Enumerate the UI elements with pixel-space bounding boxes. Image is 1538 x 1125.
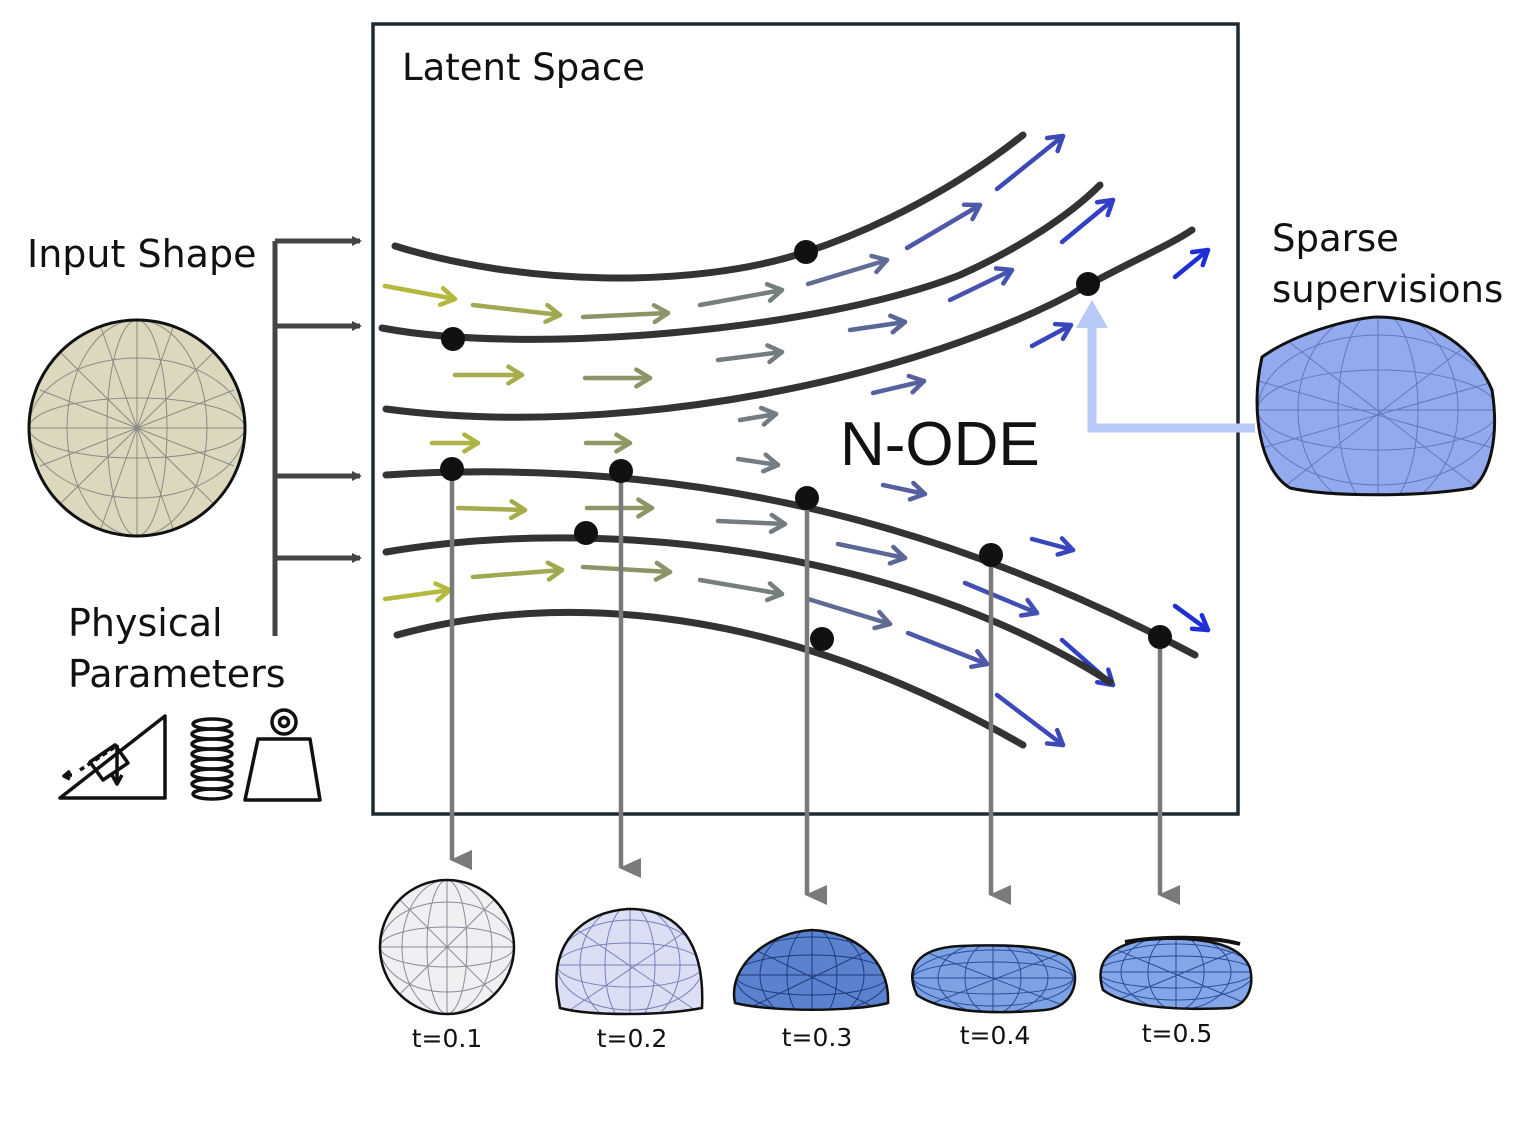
trajectories xyxy=(378,131,1199,749)
vector-field xyxy=(382,133,1211,748)
supervision-mesh xyxy=(1255,315,1496,497)
vector-arrow xyxy=(1172,247,1211,280)
trajectory-3 xyxy=(382,226,1196,421)
node-label: N-ODE xyxy=(840,410,1040,479)
vector-arrow xyxy=(382,283,458,307)
snapshot-mesh-4 xyxy=(911,944,1077,1014)
supervision-label-line1: Sparse xyxy=(1272,217,1399,260)
vector-arrow xyxy=(455,498,528,521)
snapshot-mesh-3 xyxy=(732,928,890,1011)
vector-arrow xyxy=(994,133,1066,192)
vector-arrow xyxy=(880,480,928,502)
trajectory-6 xyxy=(393,608,1027,749)
vector-arrow xyxy=(1172,603,1211,633)
snapshot-mesh-2 xyxy=(555,907,704,1016)
vector-arrow xyxy=(805,596,893,631)
vector-arrow xyxy=(905,630,990,670)
vector-arrow xyxy=(452,364,525,386)
trajectory-1 xyxy=(391,131,1027,282)
trajectory-2 xyxy=(378,181,1104,343)
physical-label-line1: Physical xyxy=(68,601,223,645)
trajectory-4 xyxy=(382,468,1199,659)
vector-arrow xyxy=(582,367,653,389)
spring-icon xyxy=(190,717,234,801)
vector-arrow xyxy=(735,452,781,474)
trajectory-points xyxy=(440,240,1172,651)
input-connector xyxy=(272,236,362,636)
vector-arrow xyxy=(580,303,671,325)
vector-arrow xyxy=(715,512,788,534)
time-label-1: t=0.1 xyxy=(411,1024,483,1053)
vector-arrow xyxy=(805,253,890,287)
physical-label-line2: Parameters xyxy=(68,652,286,696)
vector-arrow xyxy=(847,313,908,335)
vector-arrow xyxy=(583,432,633,454)
vector-arrow xyxy=(715,343,785,365)
vector-arrow xyxy=(470,560,565,582)
weight-icon xyxy=(243,708,322,802)
vector-arrow xyxy=(962,580,1040,618)
inclined-plane-icon xyxy=(58,714,167,800)
snapshot-mesh-1 xyxy=(378,878,516,1016)
vector-arrow xyxy=(470,302,563,325)
vector-arrow xyxy=(994,692,1066,748)
vector-arrow xyxy=(697,281,785,308)
time-label-2: t=0.2 xyxy=(596,1024,668,1053)
latent-space-label: Latent Space xyxy=(402,46,646,89)
vector-arrow xyxy=(737,405,779,427)
vector-arrow xyxy=(1059,197,1116,245)
supervision-label-line2: supervisions xyxy=(1272,268,1504,311)
vector-arrow xyxy=(904,202,983,251)
time-label-5: t=0.5 xyxy=(1141,1019,1213,1048)
vector-arrow xyxy=(1029,536,1076,557)
vector-arrow xyxy=(697,577,785,603)
time-label-4: t=0.4 xyxy=(959,1021,1031,1050)
snapshot-mesh-5 xyxy=(1099,935,1253,1011)
vector-arrow xyxy=(429,432,481,454)
vector-arrow xyxy=(835,541,908,566)
supervision-arrow xyxy=(1076,300,1255,433)
vector-arrow xyxy=(870,373,927,396)
projection-arrows xyxy=(449,469,1180,905)
vector-arrow xyxy=(580,560,673,582)
physical-parameters-label: Physical Parameters xyxy=(68,598,286,700)
time-label-3: t=0.3 xyxy=(781,1023,853,1052)
sparse-supervisions-label: Sparse supervisions xyxy=(1272,213,1503,315)
vector-arrow xyxy=(947,266,1015,303)
vector-arrow xyxy=(1029,321,1074,349)
trajectory-5 xyxy=(382,534,1114,686)
input-shape-mesh xyxy=(27,318,247,538)
vector-arrow xyxy=(382,581,453,603)
input-shape-label: Input Shape xyxy=(27,232,257,276)
